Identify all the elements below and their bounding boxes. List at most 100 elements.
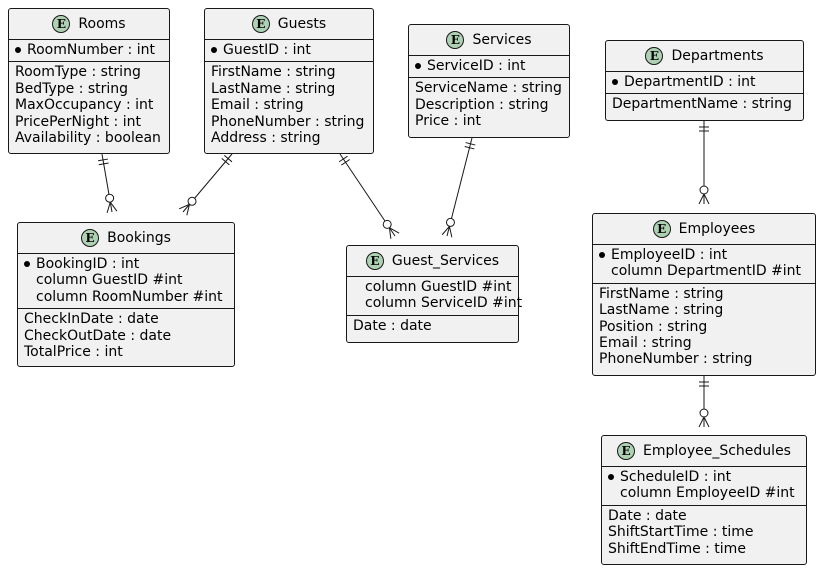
entity-name: Services xyxy=(472,32,532,48)
key-attribute: column DepartmentID #int xyxy=(611,263,802,280)
primary-key-attribute: BookingID : int xyxy=(36,256,140,272)
exactly-one-bar xyxy=(98,158,109,162)
crow-foot-line xyxy=(441,225,450,236)
key-section: DepartmentID : int xyxy=(606,72,803,93)
entity-badge-icon: E xyxy=(446,31,465,49)
exactly-one-bar xyxy=(98,162,109,166)
zero-or-many-circle xyxy=(187,196,197,206)
mandatory-bullet-icon xyxy=(15,47,21,54)
key-attribute: column GuestID #int xyxy=(365,279,512,295)
exactly-one-bar xyxy=(338,155,348,163)
attribute: ShiftEndTime : time xyxy=(608,540,746,557)
primary-key-attribute: ScheduleID : int xyxy=(620,469,732,485)
entity-name: Guests xyxy=(277,16,327,32)
entity-name: Employee_Schedules xyxy=(643,443,791,459)
entity-header: E Rooms xyxy=(9,9,169,40)
attribute: FirstName : string xyxy=(599,285,724,302)
mandatory-bullet-icon xyxy=(608,474,614,481)
entity-name: Employees xyxy=(678,221,756,237)
attribute: TotalPrice : int xyxy=(24,343,123,360)
key-attribute: column GuestID #int xyxy=(36,272,183,289)
entity-name: Departments xyxy=(671,48,764,64)
primary-key-row: ScheduleID : int xyxy=(608,469,800,485)
entity-name: Rooms xyxy=(78,16,126,32)
entity-name: Guest_Services xyxy=(391,253,500,269)
primary-key-attribute: RoomNumber : int xyxy=(27,42,155,58)
zero-or-many-circle xyxy=(105,193,115,203)
primary-key-row: RoomNumber : int xyxy=(15,42,163,58)
crow-foot-line xyxy=(388,227,392,239)
exactly-one-bar xyxy=(464,145,475,150)
exactly-one-bar xyxy=(341,159,351,166)
crow-foot-line xyxy=(703,193,710,205)
relationship-line xyxy=(446,137,473,237)
exactly-one-bar xyxy=(223,154,233,163)
primary-key-row: DepartmentID : int xyxy=(612,74,797,90)
attribute: Price : int xyxy=(415,113,482,130)
primary-key-attribute: DepartmentID : int xyxy=(624,74,756,90)
mandatory-bullet-icon xyxy=(211,47,217,54)
attribute: RoomType : string xyxy=(15,64,141,81)
attribute: CheckOutDate : date xyxy=(24,327,172,344)
primary-key-row: ServiceID : int xyxy=(415,58,563,74)
key-section: RoomNumber : int xyxy=(9,40,169,61)
attribute: Email : string xyxy=(599,334,692,351)
entity-header: E Bookings xyxy=(18,223,234,254)
attribute: Address : string xyxy=(211,129,321,146)
exactly-one-bar xyxy=(465,142,476,146)
primary-key-row: EmployeeID : int xyxy=(599,247,809,263)
key-section: GuestID : int xyxy=(205,40,373,61)
entity-header: E Employees xyxy=(593,214,815,245)
zero-or-many-circle xyxy=(699,185,709,195)
crow-foot-line xyxy=(448,226,453,238)
primary-key-attribute: GuestID : int xyxy=(223,42,311,58)
zero-or-many-circle xyxy=(382,219,392,229)
primary-key-attribute: EmployeeID : int xyxy=(611,247,728,263)
crow-foot-line xyxy=(703,416,710,428)
mandatory-bullet-icon xyxy=(612,79,618,86)
exactly-one-bar xyxy=(221,158,230,166)
attribute: Date : date xyxy=(353,317,432,334)
entity-badge-icon: E xyxy=(652,220,671,238)
entity-badge-icon: E xyxy=(81,229,100,247)
attribute: MaxOccupancy : int xyxy=(15,97,154,114)
entity-badge-icon: E xyxy=(645,47,664,65)
attribute: PhoneNumber : string xyxy=(599,351,753,368)
attribute: BedType : string xyxy=(15,80,129,97)
crow-foot-line xyxy=(106,202,111,213)
attribute: Position : string xyxy=(599,318,708,335)
entity-badge-icon: E xyxy=(52,15,71,33)
crow-foot-line xyxy=(186,204,190,216)
attribute: ServiceName : string xyxy=(415,80,562,97)
attribute: PhoneNumber : string xyxy=(211,113,365,130)
attribute: FirstName : string xyxy=(211,64,336,81)
key-attribute: column RoomNumber #int xyxy=(36,288,223,305)
attribute: LastName : string xyxy=(211,80,336,97)
attribute-section: DepartmentName : string xyxy=(606,93,803,115)
attribute: Description : string xyxy=(415,96,549,113)
zero-or-many-circle xyxy=(699,408,709,418)
attribute: ShiftStartTime : time xyxy=(608,524,754,541)
crow-foot-line xyxy=(178,203,190,210)
entity-name: Bookings xyxy=(107,230,171,246)
primary-key-row: GuestID : int xyxy=(211,42,367,58)
relationship-line xyxy=(182,153,233,213)
